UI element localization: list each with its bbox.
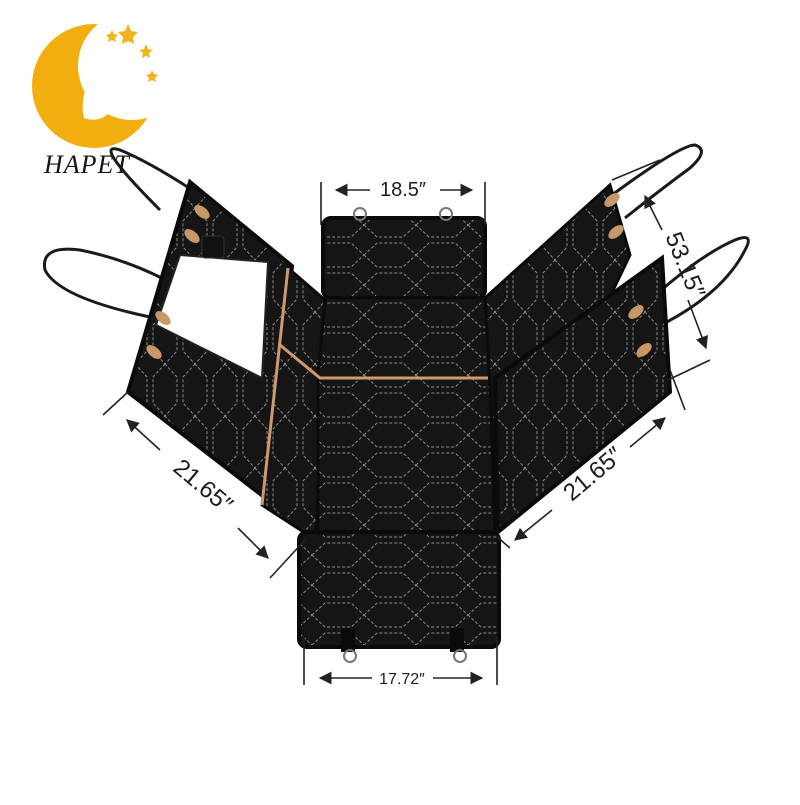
- top-back-panel: [321, 207, 487, 300]
- right-headrest-strap: [611, 143, 750, 337]
- bottom-seat-panel: [297, 530, 501, 663]
- dimension-top-width: 18.5″: [380, 179, 426, 201]
- dimension-bottom-width: 17.72″: [379, 671, 425, 688]
- brand-name: HAPET: [44, 150, 130, 179]
- right-door-flap: [492, 193, 673, 537]
- dimension-side-length: 53.15″: [660, 228, 711, 302]
- mesh-window: [154, 253, 270, 380]
- dimension-lines: [102, 159, 711, 685]
- left-door-flap: [125, 178, 295, 504]
- zipper-pocket-icon: [201, 235, 225, 259]
- brand-logo-icon: [32, 12, 186, 148]
- left-headrest-strap: [42, 147, 201, 322]
